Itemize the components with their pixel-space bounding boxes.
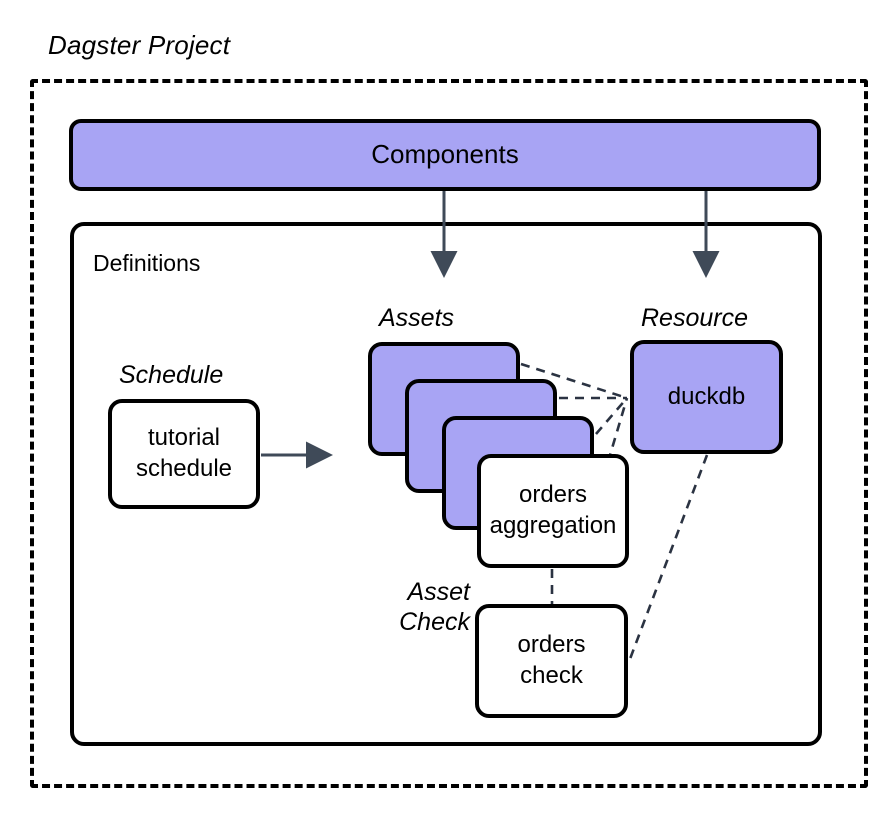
components-box[interactable]: Components <box>69 119 821 191</box>
orders-aggregation-line2: aggregation <box>489 512 617 539</box>
resource-node-duckdb[interactable]: duckdb <box>630 340 783 454</box>
asset-check-group-label: Asset Check <box>330 578 470 637</box>
asset-check-node-orders-check[interactable]: orders check <box>475 604 628 718</box>
asset-node-orders-aggregation[interactable]: orders aggregation <box>477 454 629 568</box>
dagster-project-boundary <box>30 79 868 788</box>
resource-group-label: Resource <box>641 304 748 332</box>
tutorial-schedule-line2: schedule <box>135 455 233 482</box>
asset-check-label-line1: Asset <box>407 578 470 606</box>
orders-check-line1: orders <box>517 631 586 659</box>
asset-check-label-line2: Check <box>399 607 470 636</box>
definitions-label: Definitions <box>93 250 201 276</box>
schedule-group-label: Schedule <box>119 361 224 389</box>
orders-check-line2: check <box>520 662 583 689</box>
orders-aggregation-line1: orders <box>518 481 588 509</box>
duckdb-label: duckdb <box>667 382 746 410</box>
assets-group-label: Assets <box>379 304 455 332</box>
tutorial-schedule-line1: tutorial <box>147 424 221 452</box>
components-label: Components <box>371 139 519 170</box>
schedule-node-tutorial-schedule[interactable]: tutorial schedule <box>108 399 260 509</box>
page-title: Dagster Project <box>48 30 231 60</box>
